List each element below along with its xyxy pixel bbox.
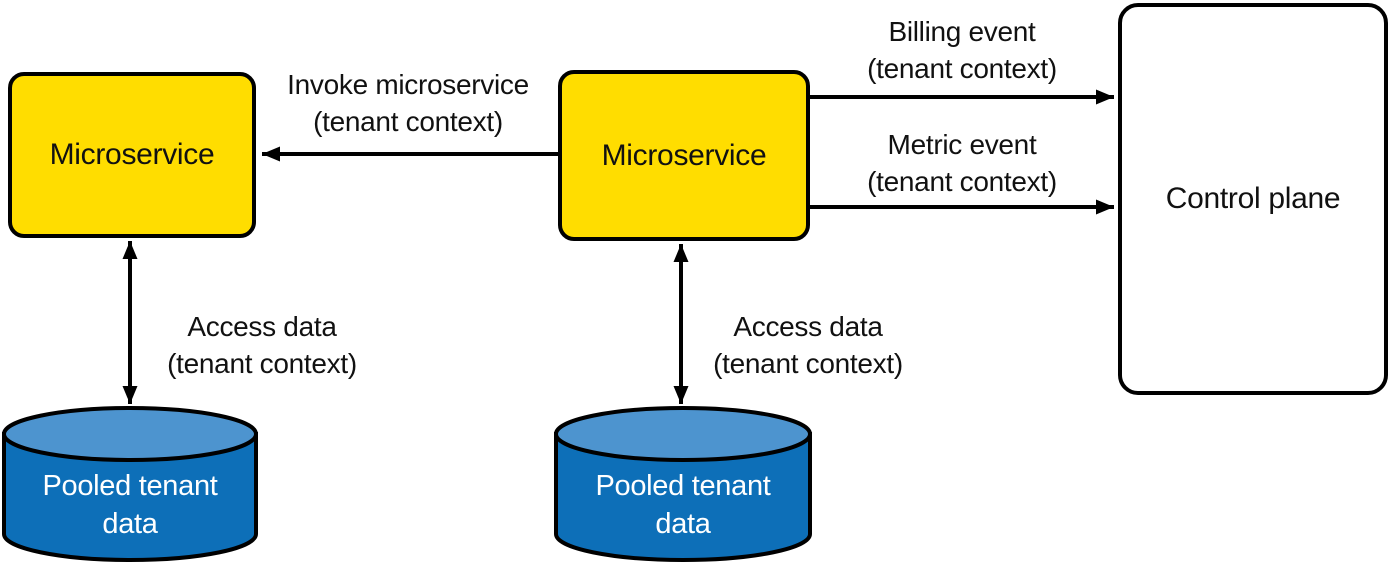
edge-label-invoke: Invoke microservice (tenant context)	[287, 69, 529, 137]
cylinder-body	[2, 432, 258, 562]
edge-label-metric: Metric event (tenant context)	[867, 129, 1057, 197]
node-label: Control plane	[1165, 182, 1341, 215]
node-label: Microservice	[601, 138, 767, 172]
cylinder-pooled-data-right	[554, 406, 812, 562]
node-microservice-left: Microservice	[8, 72, 256, 238]
cylinder-body	[554, 432, 812, 562]
cylinder-top	[2, 406, 258, 462]
cylinder-top	[554, 406, 812, 462]
edge-label-billing: Billing event (tenant context)	[867, 16, 1057, 84]
edge-label-access-left: Access data (tenant context)	[167, 311, 357, 379]
cylinder-label-pooled-data-right: Pooled tenant data	[595, 470, 771, 540]
node-label: Microservice	[49, 138, 215, 171]
edge-label-access-right: Access data (tenant context)	[713, 311, 903, 379]
node-microservice-right: Microservice	[558, 70, 810, 241]
cylinder-pooled-data-left	[2, 406, 258, 562]
node-control-plane: Control plane	[1118, 3, 1388, 395]
cylinder-label-pooled-data-left: Pooled tenant data	[42, 470, 218, 540]
